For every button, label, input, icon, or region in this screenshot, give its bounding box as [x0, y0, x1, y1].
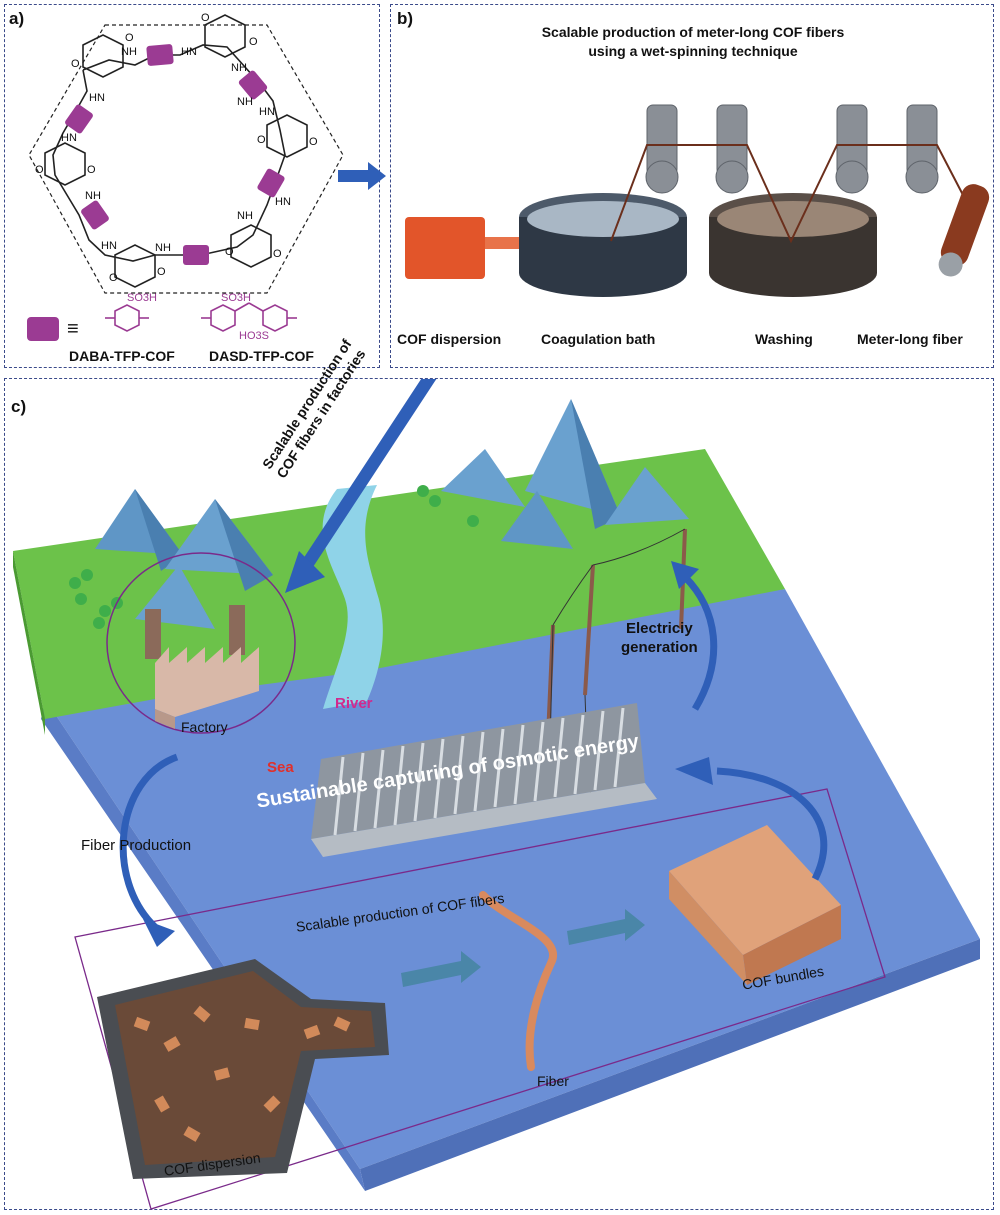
washing-bath-icon [709, 217, 877, 297]
roller-icons [645, 104, 939, 194]
oxygen-label: O [35, 164, 44, 176]
panel-b-label: b) [397, 9, 414, 28]
fiber-collector-icon [938, 184, 990, 277]
panel-b-title-line2: using a wet-spinning technique [588, 43, 798, 59]
so3h-label: SO3H [127, 292, 157, 304]
cof-structure-diagram: NH HN NH HN HN NH NH HN NH HN HN NH O O … [27, 12, 344, 364]
flow-arrows [119, 574, 828, 930]
energy-landscape-diagram [13, 379, 980, 1210]
ho3s-label: HO3S [239, 330, 269, 342]
single-fiber-icon [479, 891, 557, 1071]
linker-legend-block [27, 317, 59, 341]
atom-label: HN [61, 132, 77, 144]
panel-b-title-line1: Scalable production of meter-long COF fi… [541, 24, 845, 40]
oxygen-label: O [273, 248, 282, 260]
oxygen-label: O [71, 58, 80, 70]
atom-label: HN [89, 92, 105, 104]
atom-label: NH [155, 242, 171, 254]
coagulation-bath-icon [519, 217, 687, 297]
atom-label: HN [181, 46, 197, 58]
electricity-label-line1: Electriciy [625, 620, 693, 637]
linker-structures [105, 302, 297, 332]
tree-icons [69, 485, 479, 629]
electricity-label-line2: generation [621, 639, 698, 656]
panel-a: a) NH HN NH HN HN N [4, 4, 380, 368]
atom-label: NH [121, 46, 137, 58]
mountains-right [441, 399, 689, 549]
factory-circle [106, 552, 296, 734]
river-label: River [335, 695, 373, 712]
oxygen-label: O [125, 32, 134, 44]
fiber-path [610, 144, 964, 244]
flow-arrowheads [143, 561, 713, 947]
oxygen-label: O [109, 272, 118, 284]
oxygen-label: O [87, 164, 96, 176]
cof-bundle-icon [669, 825, 841, 985]
electricity-label: Electriciy generation [621, 619, 698, 657]
caption-coagulation-bath: Coagulation bath [541, 331, 656, 347]
dasd-tfp-cof-label: DASD-TFP-COF [209, 348, 314, 364]
caption-washing: Washing [755, 331, 813, 347]
atom-label: NH [237, 210, 253, 222]
atom-label: NH [85, 190, 101, 202]
fiber-label: Fiber [537, 1073, 569, 1089]
arrow-b-to-c-icon [285, 379, 437, 593]
wet-spinning-apparatus [405, 104, 990, 297]
daba-tfp-cof-label: DABA-TFP-COF [69, 348, 175, 364]
factory-icon [145, 605, 259, 729]
panel-a-label: a) [9, 9, 25, 28]
atom-label: HN [259, 106, 275, 118]
panel-c: c) [4, 336, 994, 1210]
sea-label: Sea [267, 759, 294, 776]
mountains-left [95, 489, 273, 629]
linker-blocks [65, 44, 285, 265]
hexagon-outline [28, 24, 344, 294]
oxygen-label: O [257, 134, 266, 146]
atom-label: HN [101, 240, 117, 252]
oxygen-label: O [157, 266, 166, 278]
osmotic-fins [333, 707, 625, 836]
oxygen-label: O [201, 12, 210, 24]
syringe-icon [405, 217, 485, 279]
panel-b: b) Scalable production of meter-long COF… [390, 4, 994, 368]
factory-label: Factory [181, 719, 228, 735]
equivalence-symbol: ≡ [67, 318, 79, 340]
so3h-label: SO3H [221, 292, 251, 304]
atom-label: HN [275, 196, 291, 208]
oxygen-label: O [225, 246, 234, 258]
land-area [13, 449, 785, 719]
fiber-production-label: Fiber Production [81, 837, 192, 854]
atom-label: NH [231, 62, 247, 74]
panel-c-label: c) [11, 397, 27, 416]
caption-cof-dispersion: COF dispersion [397, 331, 502, 347]
process-arrow-icons [401, 909, 645, 987]
chemical-bonds [44, 14, 308, 288]
atom-label: NH [237, 96, 253, 108]
caption-meter-long-fiber: Meter-long fiber [857, 331, 963, 347]
river-area [322, 485, 383, 709]
panel-b-title: Scalable production of meter-long COF fi… [391, 23, 995, 61]
cof-flake-icons [133, 1005, 351, 1142]
oxygen-label: O [249, 36, 258, 48]
oxygen-label: O [309, 136, 318, 148]
